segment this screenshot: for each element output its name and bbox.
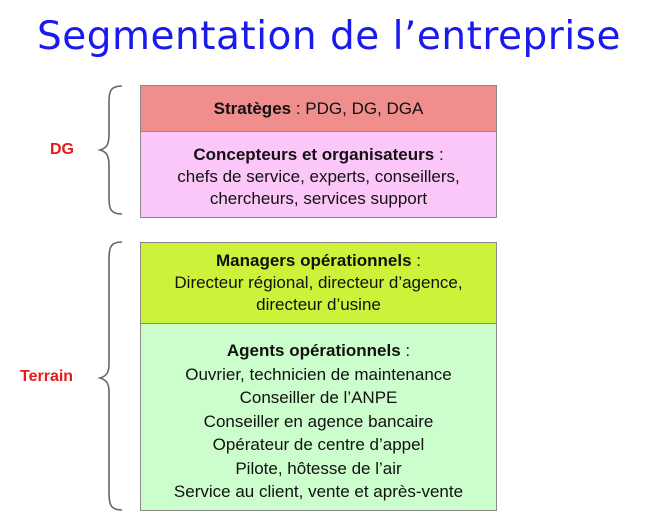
box-separator: :	[434, 145, 444, 164]
box-separator: :	[411, 251, 421, 270]
box-heading: Stratèges	[213, 99, 292, 118]
box-line: Ouvrier, technicien de maintenance	[185, 364, 452, 384]
box-separator: :	[400, 341, 411, 360]
group-label-terrain: Terrain	[20, 368, 74, 385]
box-line: Pilote, hôtesse de l’air	[235, 458, 402, 478]
box-strateges: Stratèges : PDG, DG, DGA	[140, 85, 497, 132]
box-heading: Concepteurs et organisateurs	[193, 145, 435, 164]
box-agents: Agents opérationnels : Ouvrier, technici…	[140, 323, 497, 511]
box-line: Conseiller de l’ANPE	[239, 388, 398, 407]
box-heading: Managers opérationnels	[215, 251, 412, 270]
box-line: chercheurs, services support	[209, 189, 428, 208]
box-line: Directeur régional, directeur d’agence,	[174, 273, 463, 292]
box-line: Opérateur de centre d’appel	[212, 435, 425, 454]
box-line: directeur d’usine	[256, 295, 381, 314]
left-brace-terrain	[97, 241, 123, 511]
page-title: Segmentation de l’entreprise	[37, 14, 621, 59]
group-label-dg: DG	[50, 141, 74, 158]
left-brace-dg	[97, 85, 123, 215]
box-heading: Agents opérationnels	[226, 341, 401, 360]
box-concepteurs: Concepteurs et organisateurs : chefs de …	[140, 131, 497, 218]
box-line: chefs de service, experts, conseillers,	[177, 167, 460, 186]
box-line: Conseiller en agence bancaire	[203, 411, 434, 431]
box-line: Service au client, vente et après-vente	[173, 482, 464, 501]
box-separator: :	[291, 99, 306, 118]
box-managers: Managers opérationnels : Directeur régio…	[140, 242, 497, 324]
box-line: PDG, DG, DGA	[305, 99, 424, 118]
